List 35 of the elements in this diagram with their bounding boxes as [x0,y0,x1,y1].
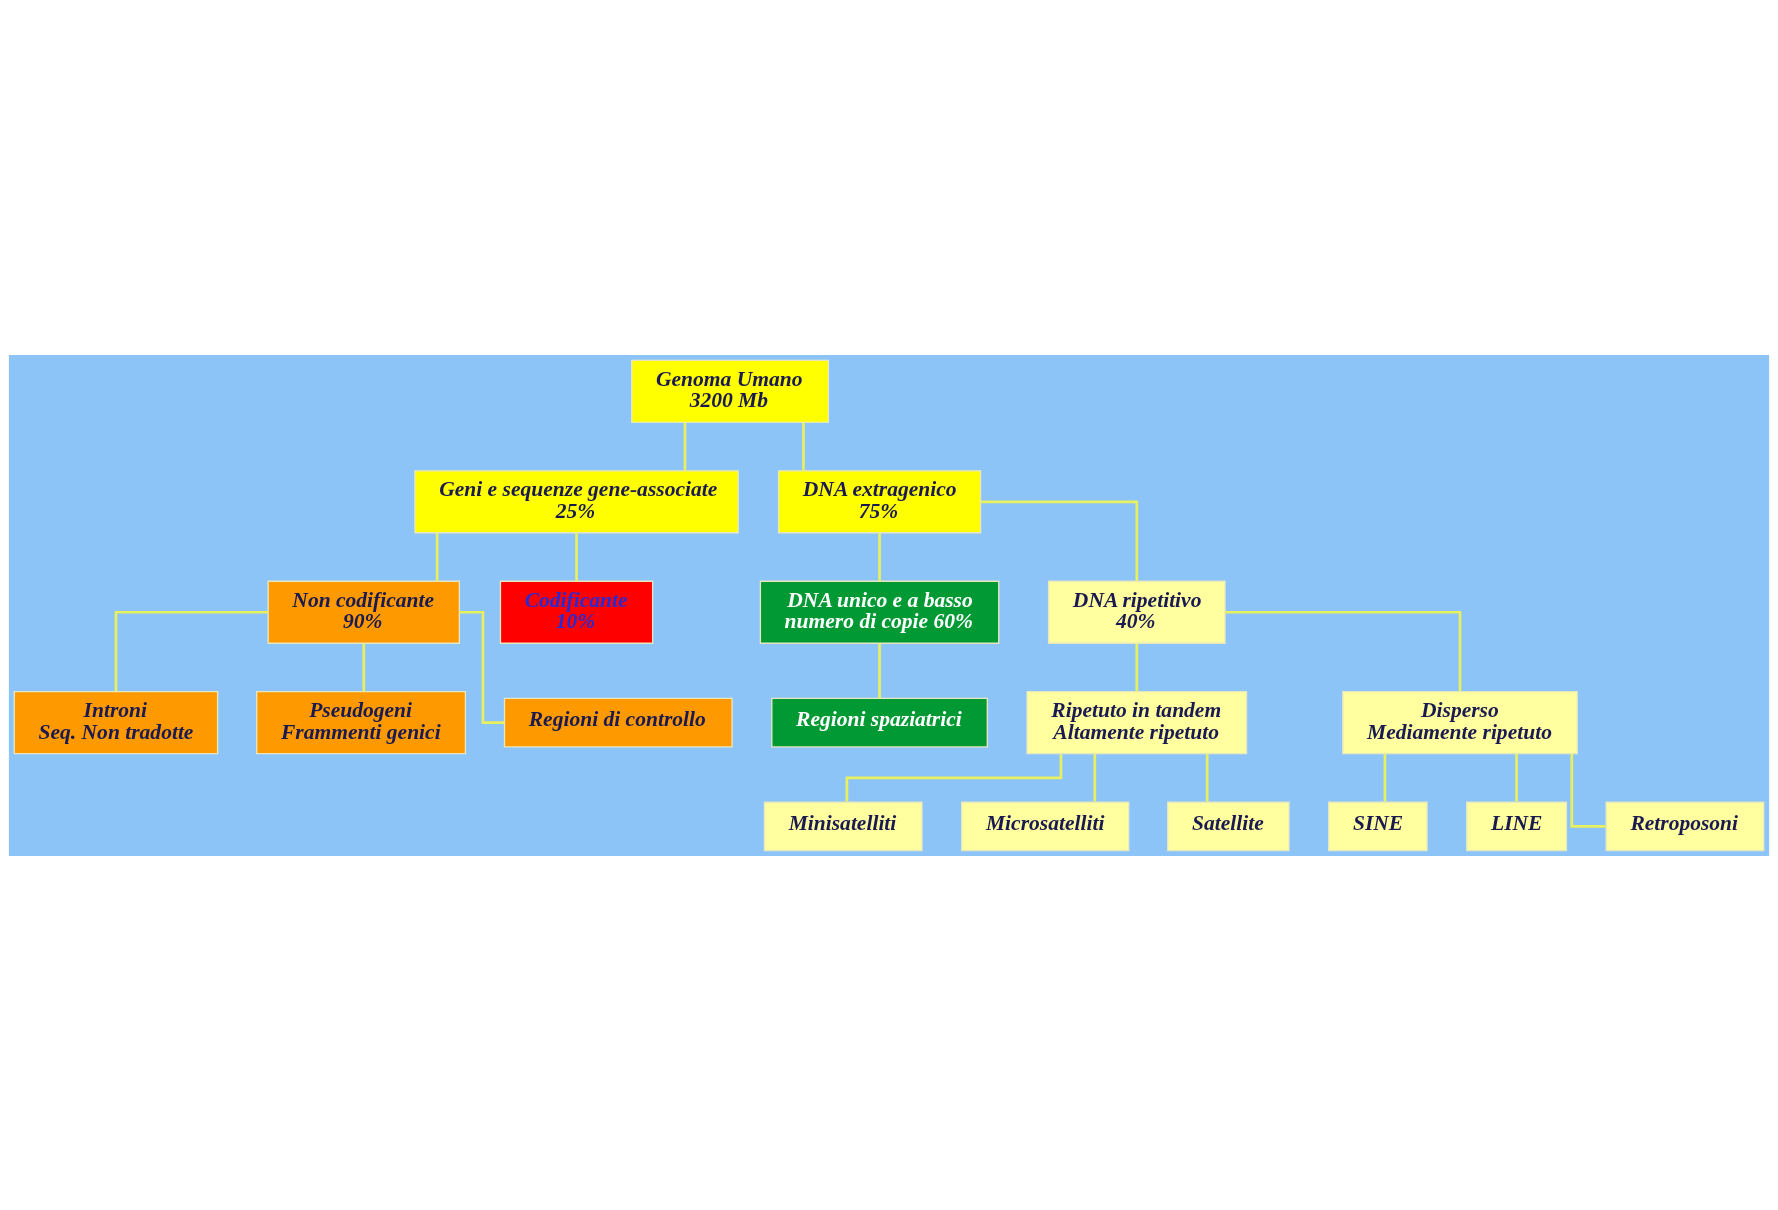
node-box: Satellite [1167,800,1290,851]
node-box: Minisatelliti [763,800,923,851]
connector [802,422,805,471]
node-box: Non codificante 90% [267,580,461,644]
node-box: Microsatelliti [961,800,1130,851]
node-box: Introni Seq. Non tradotte [13,690,219,754]
connector [362,643,366,692]
node-box: Pseudogeni Frammenti genici [256,690,467,754]
connector [878,643,881,698]
connector [575,532,578,581]
connector [1515,753,1518,802]
connector [1225,610,1462,691]
node-box: DNA extragenico 75% [777,469,982,533]
connector [1570,753,1606,828]
connector [1093,753,1097,802]
node-box: Genoma Umano 3200 Mb [631,359,830,423]
node-box: Disperso Mediamente ripetuto [1342,690,1578,754]
connector [683,422,687,471]
connector [114,610,268,691]
node-box: Geni e sequenze gene-associate 25% [414,469,739,533]
node-box: DNA ripetitivo 40% [1047,580,1226,644]
connector [1135,643,1139,692]
node-box: Regioni di controllo [503,697,733,748]
connector [1383,753,1387,802]
node-box: SINE [1328,800,1428,851]
connector [878,532,881,581]
connector [1205,753,1209,802]
connector [980,499,1139,581]
node-box: LINE [1466,800,1568,851]
node-box: Retroposoni [1605,800,1765,851]
node-box: Regioni spaziatrici [771,697,988,748]
connector [435,532,439,581]
node-box: DNA unico e a basso numero di copie 60% [759,580,1000,644]
node-box: Codificante 10% [499,580,654,644]
node-box: Ripetuto in tandem Altamente ripetuto [1026,690,1248,754]
